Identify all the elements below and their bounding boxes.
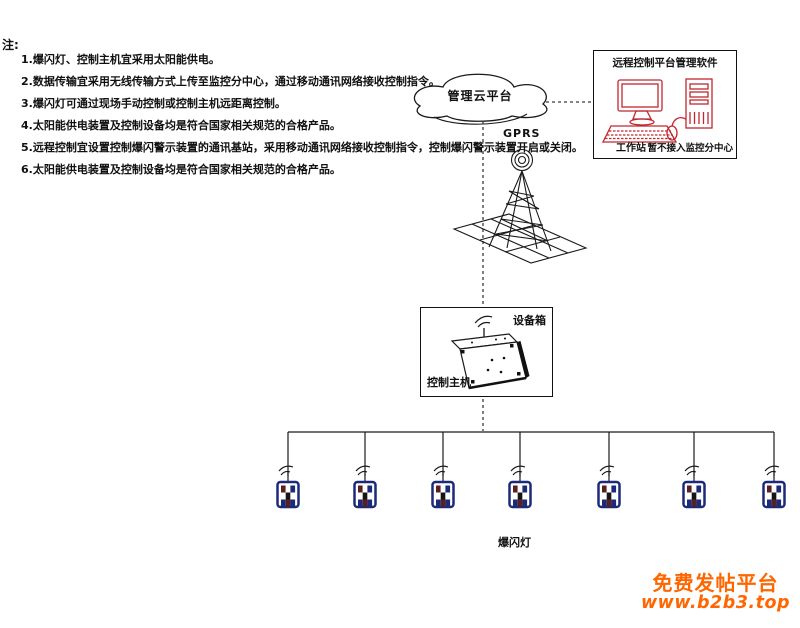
workstation-label: 工作站: [616, 143, 646, 154]
cell-tower: [452, 148, 588, 264]
note-line: 2.数据传输宜采用无线传输方式上传至监控分中心，通过移动通讯网络接收控制指令。: [21, 75, 440, 88]
flasher-unit: [762, 464, 786, 509]
flasher-unit: [682, 464, 706, 509]
watermark-url: www.b2b3.top: [641, 593, 790, 613]
note-line: 5.远程控制宜设置控制爆闪警示装置的通讯基站，采用移动通讯网络接收控制指令，控制…: [21, 141, 583, 154]
remote-platform-title: 远程控制平台管理软件: [612, 57, 718, 69]
note-line: 3.爆闪灯可通过现场手动控制或控制主机远距离控制。: [21, 97, 286, 110]
remote-platform-box: 远程控制平台管理软件 工作站 暂不接入监控分中心: [593, 50, 737, 159]
connector-dashed-lines: [482, 101, 592, 431]
notes-title: 注:: [2, 38, 19, 52]
flasher-unit: [508, 464, 532, 509]
device-box: 设备箱 控制主机: [420, 307, 553, 397]
control-host-illustration: [450, 315, 530, 390]
flasher-unit: [353, 464, 377, 509]
flasher-label: 爆闪灯: [498, 536, 531, 549]
monitoring-note-label: 暂不接入监控分中心: [647, 143, 733, 154]
bus-line: [287, 431, 775, 476]
gprs-label: GPRS: [503, 127, 541, 140]
notes-list: 1.爆闪灯、控制主机宜采用太阳能供电。 2.数据传输宜采用无线传输方式上传至监控…: [21, 51, 583, 183]
flasher-unit: [431, 464, 455, 509]
flasher-unit: [276, 464, 300, 509]
device-box-label: 设备箱: [513, 314, 546, 327]
watermark: 免费发帖平台 www.b2b3.top: [641, 572, 790, 613]
watermark-site-name: 免费发帖平台: [652, 571, 779, 595]
computer-illustration: [601, 78, 713, 143]
note-line: 1.爆闪灯、控制主机宜采用太阳能供电。: [21, 53, 220, 66]
cloud-shape: [413, 73, 548, 125]
cloud-label: 管理云平台: [447, 89, 513, 103]
note-line: 4.太阳能供电装置及控制设备均是符合国家相关规范的合格产品。: [21, 119, 341, 132]
flasher-unit: [597, 464, 621, 509]
note-line: 6.太阳能供电装置及控制设备均是符合国家相关规范的合格产品。: [21, 163, 341, 176]
control-host-label: 控制主机: [427, 376, 471, 389]
